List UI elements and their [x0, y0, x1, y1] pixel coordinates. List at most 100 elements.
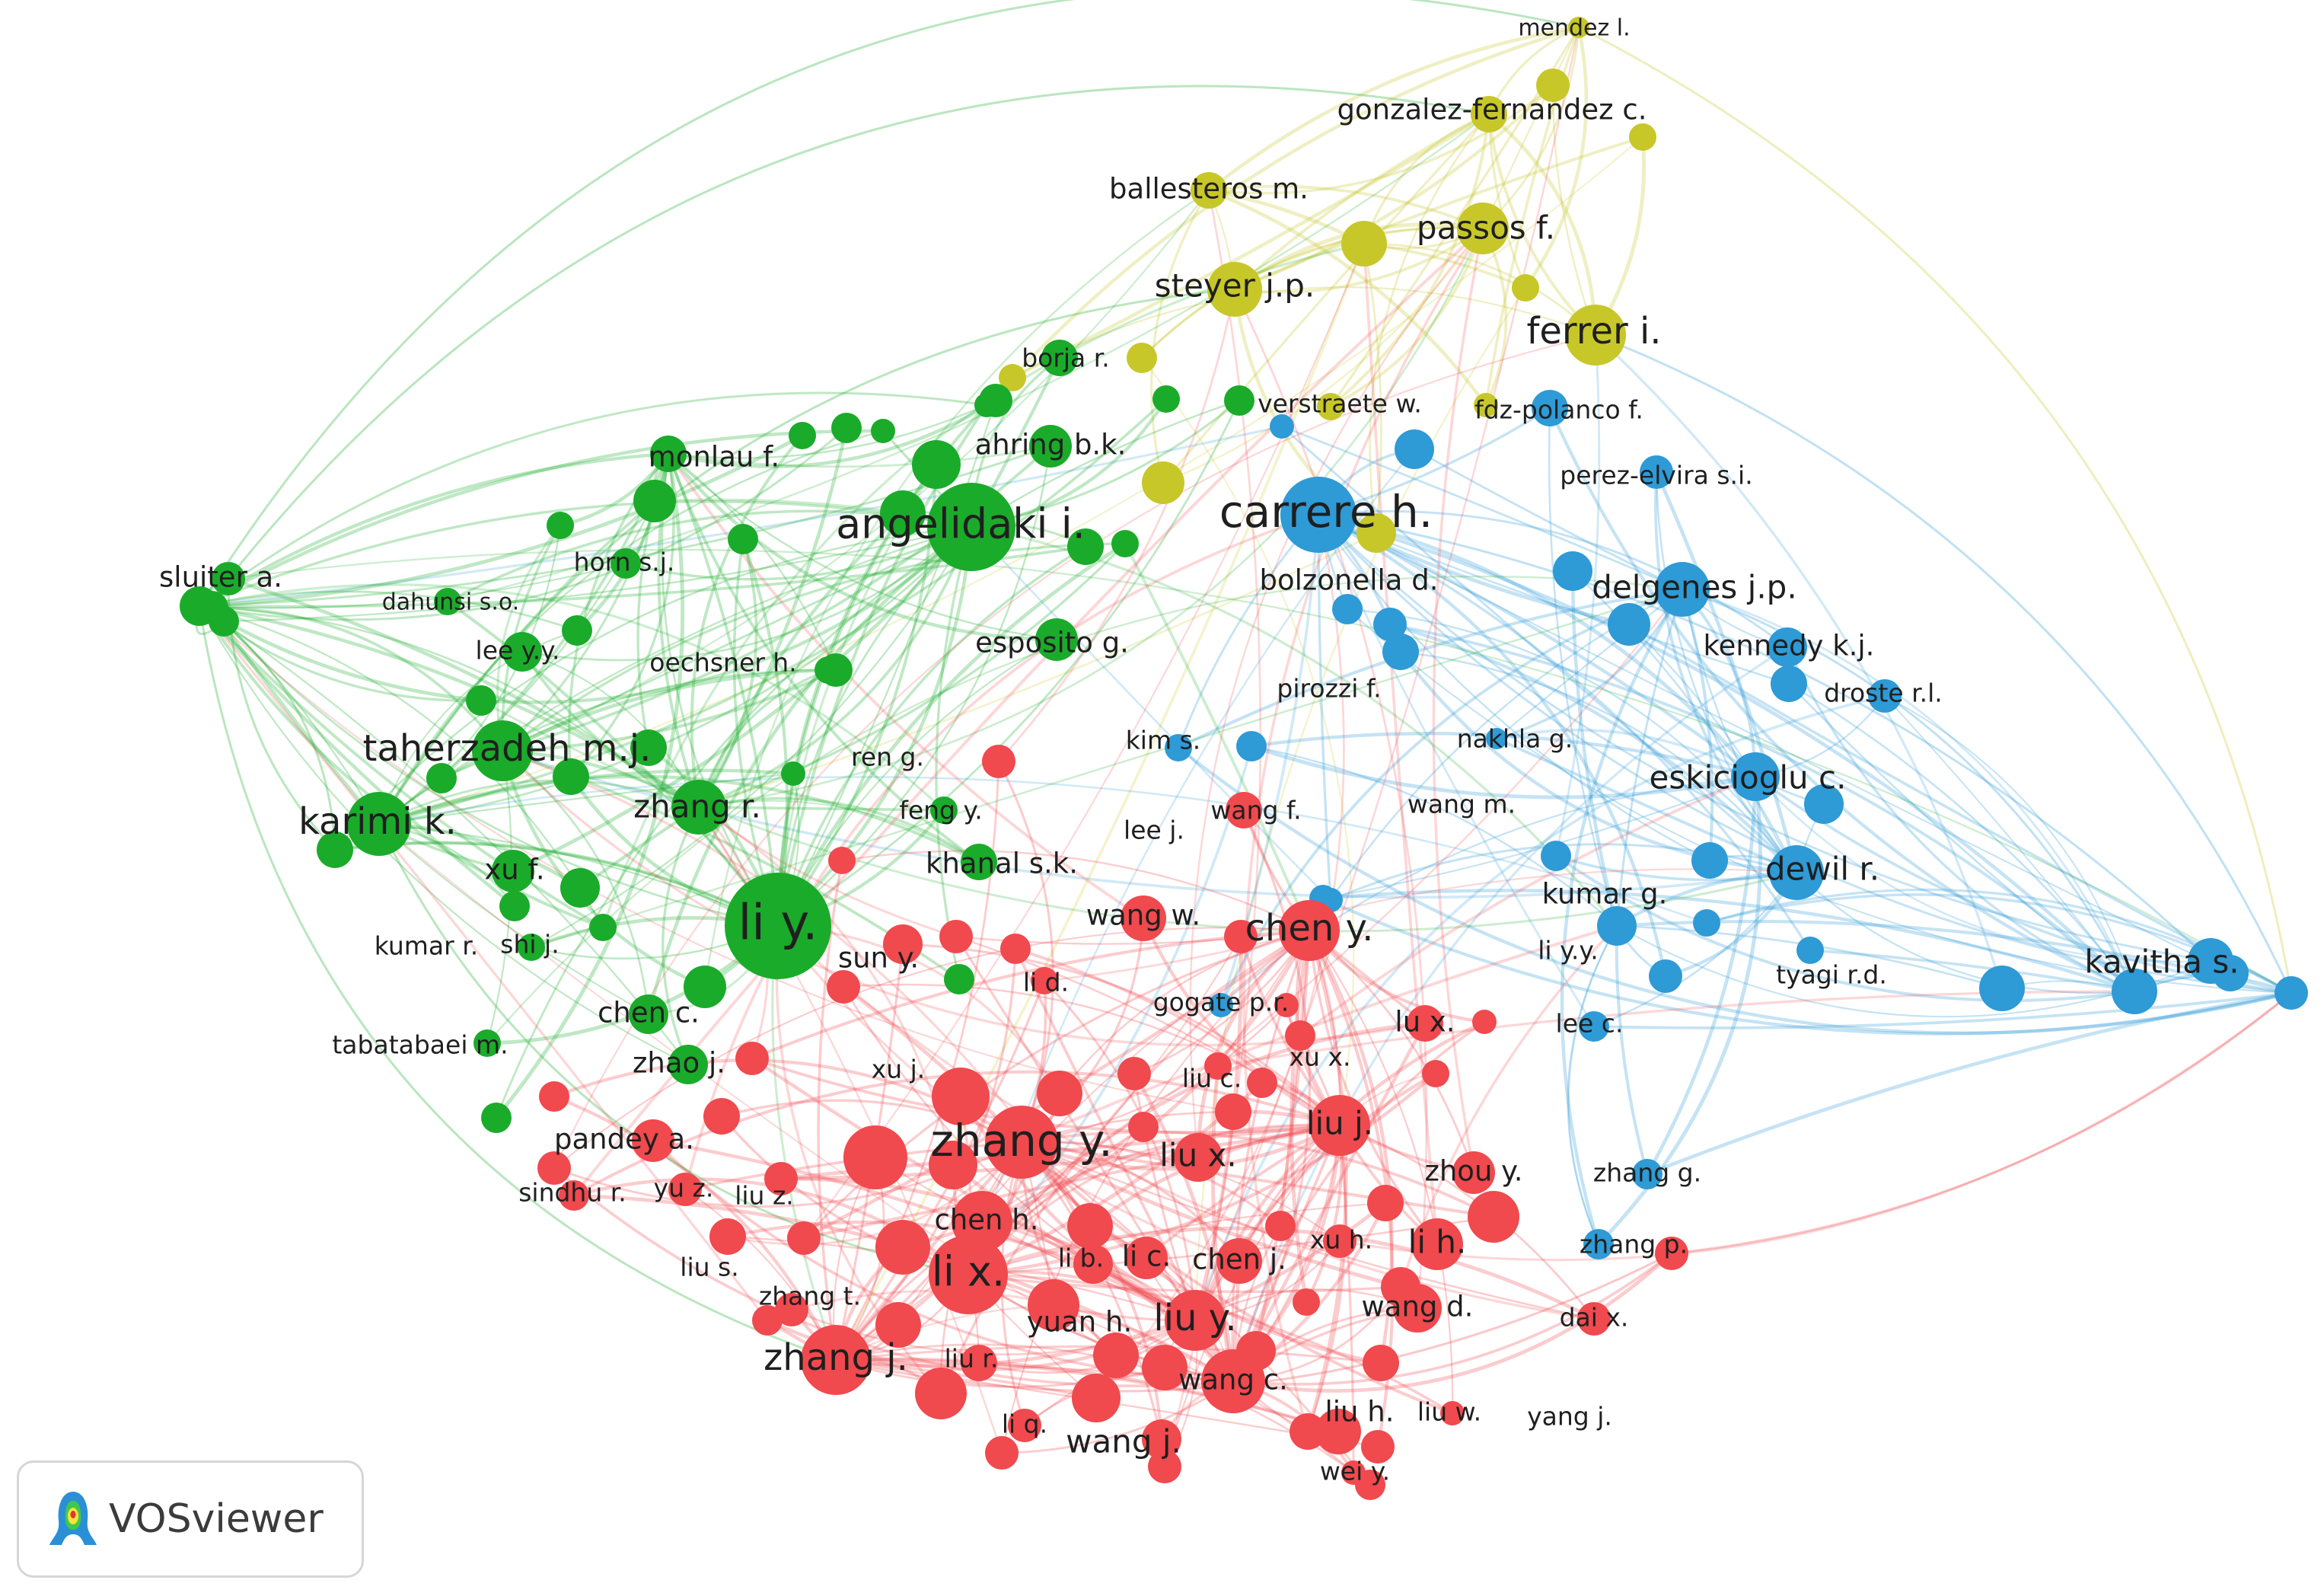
author-node[interactable] [1152, 385, 1180, 413]
author-label-yangj[interactable]: yang j. [1527, 1402, 1612, 1432]
author-node[interactable] [1165, 734, 1192, 761]
author-node[interactable] [426, 763, 457, 793]
author-label-lius[interactable]: liu s. [680, 1253, 738, 1282]
author-label-weiy[interactable]: wei y. [1320, 1457, 1390, 1486]
author-label-lih[interactable]: li h. [1408, 1224, 1467, 1261]
author-node[interactable] [929, 1235, 1008, 1314]
author-label-liyy[interactable]: li y.y. [1538, 936, 1598, 966]
author-node[interactable] [827, 970, 860, 1004]
author-label-perez[interactable]: perez-elvira s.i. [1560, 461, 1752, 490]
author-node[interactable] [752, 1305, 783, 1336]
author-node[interactable] [671, 780, 726, 835]
author-node[interactable] [1583, 1229, 1614, 1259]
author-node[interactable] [871, 419, 895, 443]
author-node[interactable] [1472, 1010, 1497, 1034]
author-label-kims[interactable]: kim s. [1126, 726, 1201, 755]
author-label-sindhu[interactable]: sindhu r. [518, 1178, 626, 1208]
author-node[interactable] [347, 792, 411, 856]
author-node[interactable] [1041, 340, 1078, 376]
author-node[interactable] [668, 1173, 702, 1206]
author-node[interactable] [735, 1042, 769, 1075]
author-node[interactable] [1207, 262, 1262, 317]
author-node[interactable] [1265, 1211, 1296, 1241]
author-label-liuw[interactable]: liu w. [1417, 1397, 1481, 1427]
author-label-lid[interactable]: li d. [1023, 968, 1069, 998]
author-node[interactable] [553, 758, 589, 795]
author-label-zhangt[interactable]: zhang t. [759, 1282, 861, 1311]
author-node[interactable] [939, 920, 973, 953]
author-label-pandey[interactable]: pandey a. [554, 1123, 694, 1156]
author-node[interactable] [1471, 96, 1507, 132]
author-node[interactable] [875, 1220, 930, 1275]
author-label-liq[interactable]: li q. [1002, 1409, 1047, 1439]
author-node[interactable] [927, 483, 1015, 571]
author-label-liuz[interactable]: liu z. [735, 1181, 794, 1211]
author-label-zhangj[interactable]: zhang j. [764, 1336, 908, 1379]
author-label-zhangg[interactable]: zhang g. [1593, 1158, 1701, 1188]
author-node[interactable] [1215, 1093, 1251, 1130]
author-label-reng[interactable]: ren g. [851, 742, 924, 772]
author-node[interactable] [1361, 1430, 1395, 1464]
author-node[interactable] [930, 796, 958, 824]
author-node[interactable] [1608, 603, 1650, 646]
author-node[interactable] [1341, 1460, 1366, 1485]
author-node[interactable] [1125, 1237, 1168, 1279]
author-node[interactable] [1411, 1218, 1463, 1270]
author-node[interactable] [1165, 1290, 1226, 1351]
author-node[interactable] [1868, 679, 1902, 713]
author-node[interactable] [787, 1221, 821, 1255]
author-node[interactable] [1579, 1011, 1609, 1042]
author-label-verstraete[interactable]: verstraete w. [1258, 389, 1422, 419]
author-label-passos[interactable]: passos f. [1417, 209, 1555, 247]
author-label-mendez[interactable]: mendez l. [1518, 15, 1630, 42]
author-node[interactable] [317, 832, 353, 868]
author-node[interactable] [1142, 461, 1184, 504]
author-node[interactable] [1293, 1288, 1320, 1316]
author-node[interactable] [1093, 1333, 1139, 1378]
author-label-carrere[interactable]: carrere h. [1219, 486, 1433, 538]
author-node[interactable] [492, 850, 534, 892]
author-label-suny[interactable]: sun y. [838, 942, 919, 975]
author-node[interactable] [1148, 1450, 1181, 1483]
author-node[interactable] [775, 1293, 808, 1326]
author-node[interactable] [1031, 967, 1058, 994]
author-label-wangf[interactable]: wang f. [1210, 796, 1301, 825]
author-label-yuz[interactable]: yu z. [654, 1173, 714, 1203]
author-node[interactable] [1356, 513, 1396, 553]
author-node[interactable] [915, 1368, 967, 1419]
author-label-wangj[interactable]: wang j. [1066, 1423, 1181, 1460]
author-node[interactable] [1474, 393, 1498, 417]
author-node[interactable] [1422, 1060, 1449, 1087]
author-node[interactable] [709, 1218, 746, 1255]
author-label-leej[interactable]: lee j. [1124, 816, 1184, 845]
author-node[interactable] [961, 844, 997, 880]
author-label-liuc[interactable]: liu c. [1182, 1064, 1242, 1093]
author-node[interactable] [1363, 1345, 1399, 1381]
author-node[interactable] [1309, 1095, 1370, 1156]
author-node[interactable] [1279, 900, 1340, 961]
author-node[interactable] [1457, 203, 1509, 254]
author-node[interactable] [633, 480, 676, 522]
author-node[interactable] [518, 934, 545, 961]
author-node[interactable] [725, 873, 831, 979]
author-label-fengy[interactable]: feng y. [899, 796, 983, 825]
author-label-dahunsi[interactable]: dahunsi s.o. [382, 589, 520, 616]
author-node[interactable] [1486, 728, 1507, 749]
author-node[interactable] [1224, 385, 1254, 416]
author-node[interactable] [1731, 752, 1780, 801]
author-node[interactable] [828, 847, 856, 874]
author-node[interactable] [2275, 976, 2308, 1010]
author-label-sluiter[interactable]: sluiter a. [159, 561, 282, 594]
author-node[interactable] [1382, 634, 1419, 670]
author-node[interactable] [1452, 1151, 1495, 1194]
author-label-steyer[interactable]: steyer j.p. [1155, 267, 1315, 305]
author-node[interactable] [1649, 959, 1682, 993]
author-label-yuanh[interactable]: yuan h. [1027, 1306, 1132, 1339]
author-label-xuh[interactable]: xu h. [1310, 1225, 1372, 1255]
author-node[interactable] [1067, 528, 1104, 565]
author-node[interactable] [434, 588, 461, 615]
author-label-bolzonella[interactable]: bolzonella d. [1260, 564, 1439, 597]
author-label-ballesteros[interactable]: ballesteros m. [1109, 173, 1309, 206]
author-label-zhangr[interactable]: zhang r. [633, 788, 761, 825]
author-node[interactable] [1035, 618, 1078, 661]
